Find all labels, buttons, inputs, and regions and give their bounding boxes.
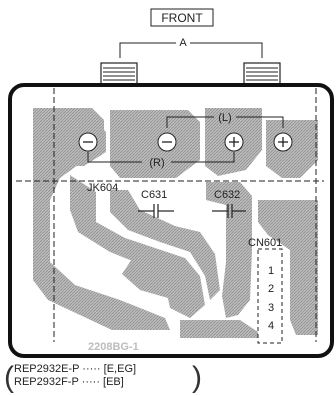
terminal-1 bbox=[78, 132, 98, 152]
cn601-pin-4: 4 bbox=[268, 320, 274, 332]
label-l: (L) bbox=[218, 112, 231, 124]
front-label: FRONT bbox=[161, 11, 203, 25]
dimension-a-bracket bbox=[119, 42, 263, 58]
copper-traces bbox=[33, 108, 318, 338]
label-c631: C631 bbox=[141, 189, 167, 201]
bracket-l bbox=[166, 116, 284, 128]
terminal-4 bbox=[273, 132, 293, 152]
bracket-r bbox=[87, 152, 235, 163]
front-plug-left bbox=[100, 62, 138, 86]
caption: ( REP2932E-P ····· [E,EG] REP2932F-P ···… bbox=[4, 363, 202, 393]
caption-paren-right: ) bbox=[192, 361, 202, 394]
label-r: (R) bbox=[149, 157, 164, 169]
cn601-pin-2: 2 bbox=[268, 283, 274, 295]
terminal-2 bbox=[157, 132, 177, 152]
cn601-pin-3: 3 bbox=[268, 302, 274, 314]
cn601-pin-1: 1 bbox=[268, 265, 274, 277]
front-label-box bbox=[150, 8, 214, 27]
capacitor-c631 bbox=[138, 204, 174, 218]
dimension-a-label: A bbox=[179, 37, 187, 49]
caption-line-2: REP2932F-P ····· [EB] bbox=[14, 376, 124, 388]
label-board-number: 2208BG-1 bbox=[88, 341, 139, 353]
label-c632: C632 bbox=[214, 189, 240, 201]
front-plug-right bbox=[243, 62, 281, 86]
cn601-dashed-outline bbox=[257, 248, 283, 344]
caption-line-1: REP2932E-P ····· [E,EG] bbox=[14, 363, 137, 375]
capacitor-c632 bbox=[212, 204, 246, 218]
label-jk604: JK604 bbox=[87, 182, 118, 194]
caption-paren-left: ( bbox=[4, 361, 14, 394]
terminal-3 bbox=[224, 132, 244, 152]
label-cn601: CN601 bbox=[248, 237, 282, 249]
